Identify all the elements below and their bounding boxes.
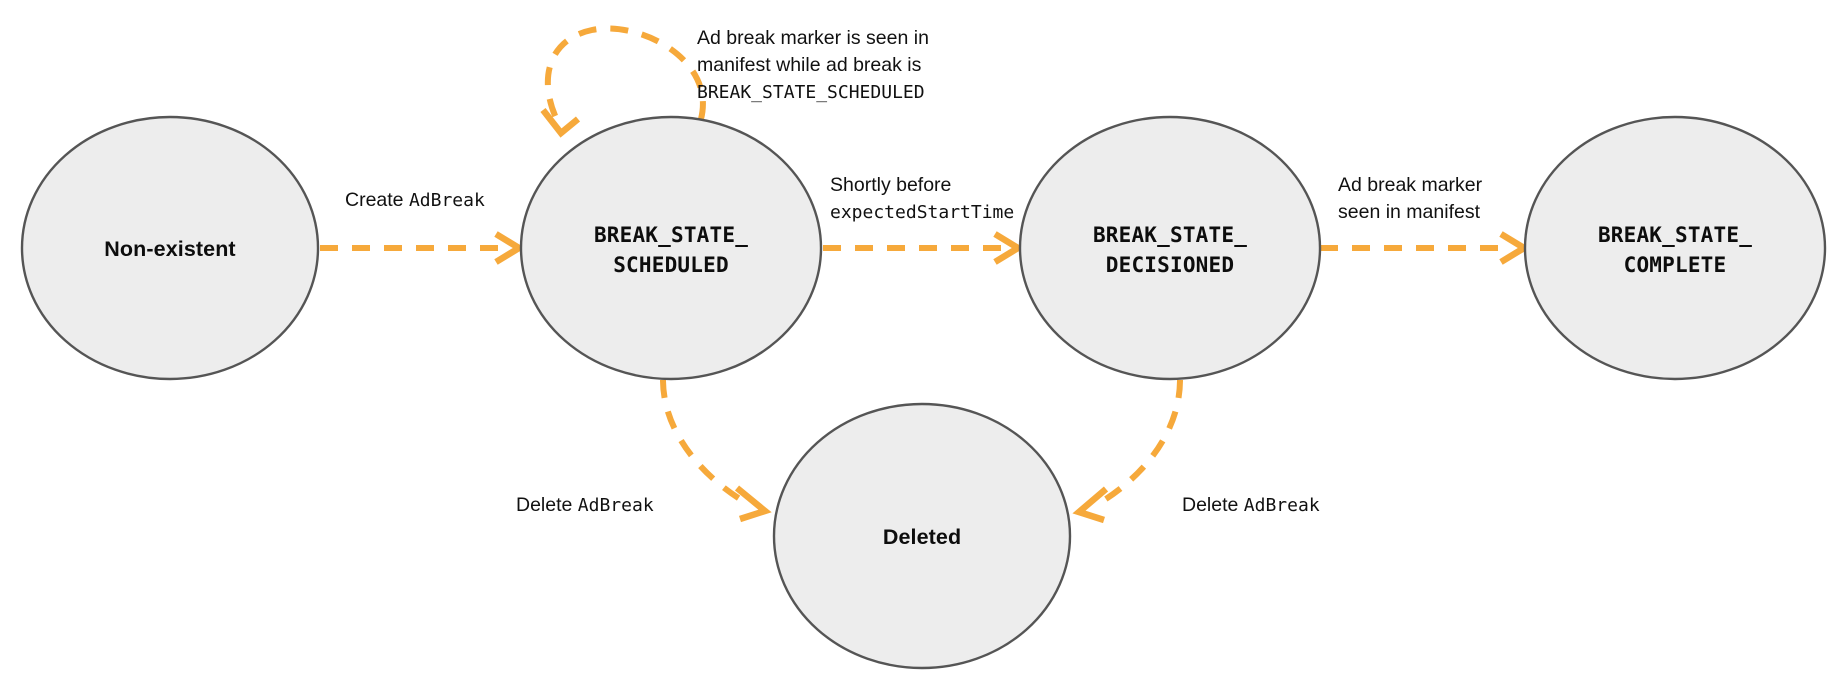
edge-self-loop-scheduled-arrowhead (540, 107, 581, 138)
node-break-state-decisioned-label-line1: BREAK_STATE_ (1093, 223, 1247, 247)
node-nonexistent[interactable]: Non-existent (20, 115, 320, 381)
edge-label-marker-seen-line1: Ad break marker (1338, 174, 1483, 196)
edge-label-create-adbreak-plain: Create (345, 189, 409, 211)
edge-marker-seen-in-manifest-arrowhead (1499, 231, 1531, 265)
edge-label-self-loop-line1: Ad break marker is seen in (697, 27, 929, 49)
edge-label-self-loop-line2: manifest while ad break is (697, 54, 922, 76)
edge-self-loop-scheduled-line (544, 25, 706, 122)
node-nonexistent-shape[interactable] (20, 115, 320, 381)
node-break-state-decisioned[interactable]: BREAK_STATE_ DECISIONED (1018, 115, 1322, 381)
edge-label-create-adbreak-code: AdBreak (409, 190, 485, 211)
edge-delete-from-scheduled (660, 379, 772, 523)
edge-label-shortly-before-line2-code: expectedStartTime (830, 202, 1014, 223)
edge-label-delete-from-scheduled-plain: Delete (516, 494, 578, 516)
edge-delete-from-decisioned (1072, 379, 1183, 524)
edge-label-shortly-before-line1: Shortly before (830, 174, 951, 196)
edge-marker-seen-in-manifest (1320, 231, 1531, 265)
node-break-state-scheduled-label-line1: BREAK_STATE_ (594, 223, 748, 247)
node-break-state-decisioned-label-line2: DECISIONED (1106, 253, 1234, 277)
edge-label-shortly-before: Shortly before expectedStartTime (830, 174, 1014, 223)
node-break-state-decisioned-shape[interactable] (1018, 115, 1322, 381)
edge-label-delete-from-scheduled-code: AdBreak (578, 495, 654, 516)
edge-label-self-loop-scheduled: Ad break marker is seen in manifest whil… (697, 27, 929, 103)
node-break-state-complete[interactable]: BREAK_STATE_ COMPLETE (1523, 115, 1827, 381)
edge-delete-from-scheduled-line (660, 379, 750, 507)
edge-shortly-before (823, 231, 1025, 265)
edge-label-delete-from-decisioned-plain: Delete (1182, 494, 1244, 516)
edge-label-marker-seen: Ad break marker seen in manifest (1338, 174, 1483, 223)
edge-label-delete-from-decisioned: Delete AdBreak (1182, 494, 1320, 516)
node-break-state-scheduled[interactable]: BREAK_STATE_ SCHEDULED (519, 115, 823, 381)
edge-label-self-loop-line3-code: BREAK_STATE_SCHEDULED (697, 82, 925, 103)
node-deleted-shape[interactable] (772, 402, 1072, 670)
node-deleted[interactable]: Deleted (772, 402, 1072, 670)
edge-create-adbreak (320, 231, 526, 265)
node-deleted-label: Deleted (883, 525, 961, 549)
node-break-state-complete-label-line2: COMPLETE (1624, 253, 1727, 277)
node-break-state-scheduled-label-line2: SCHEDULED (613, 253, 729, 277)
edge-label-create-adbreak: Create AdBreak (345, 189, 485, 211)
edge-delete-from-decisioned-line (1094, 379, 1183, 508)
edge-delete-from-scheduled-arrowhead (734, 485, 772, 523)
edge-label-marker-seen-line2: seen in manifest (1338, 201, 1481, 223)
edge-shortly-before-arrowhead (993, 231, 1025, 265)
node-nonexistent-label: Non-existent (104, 237, 235, 261)
edge-self-loop-scheduled (540, 25, 706, 138)
node-break-state-complete-label-line1: BREAK_STATE_ (1598, 223, 1752, 247)
edge-create-adbreak-arrowhead (494, 231, 526, 265)
edge-label-delete-from-decisioned-code: AdBreak (1244, 495, 1320, 516)
node-break-state-scheduled-shape[interactable] (519, 115, 823, 381)
node-break-state-complete-shape[interactable] (1523, 115, 1827, 381)
edge-delete-from-decisioned-arrowhead (1072, 486, 1109, 524)
edge-label-delete-from-scheduled: Delete AdBreak (516, 494, 654, 516)
